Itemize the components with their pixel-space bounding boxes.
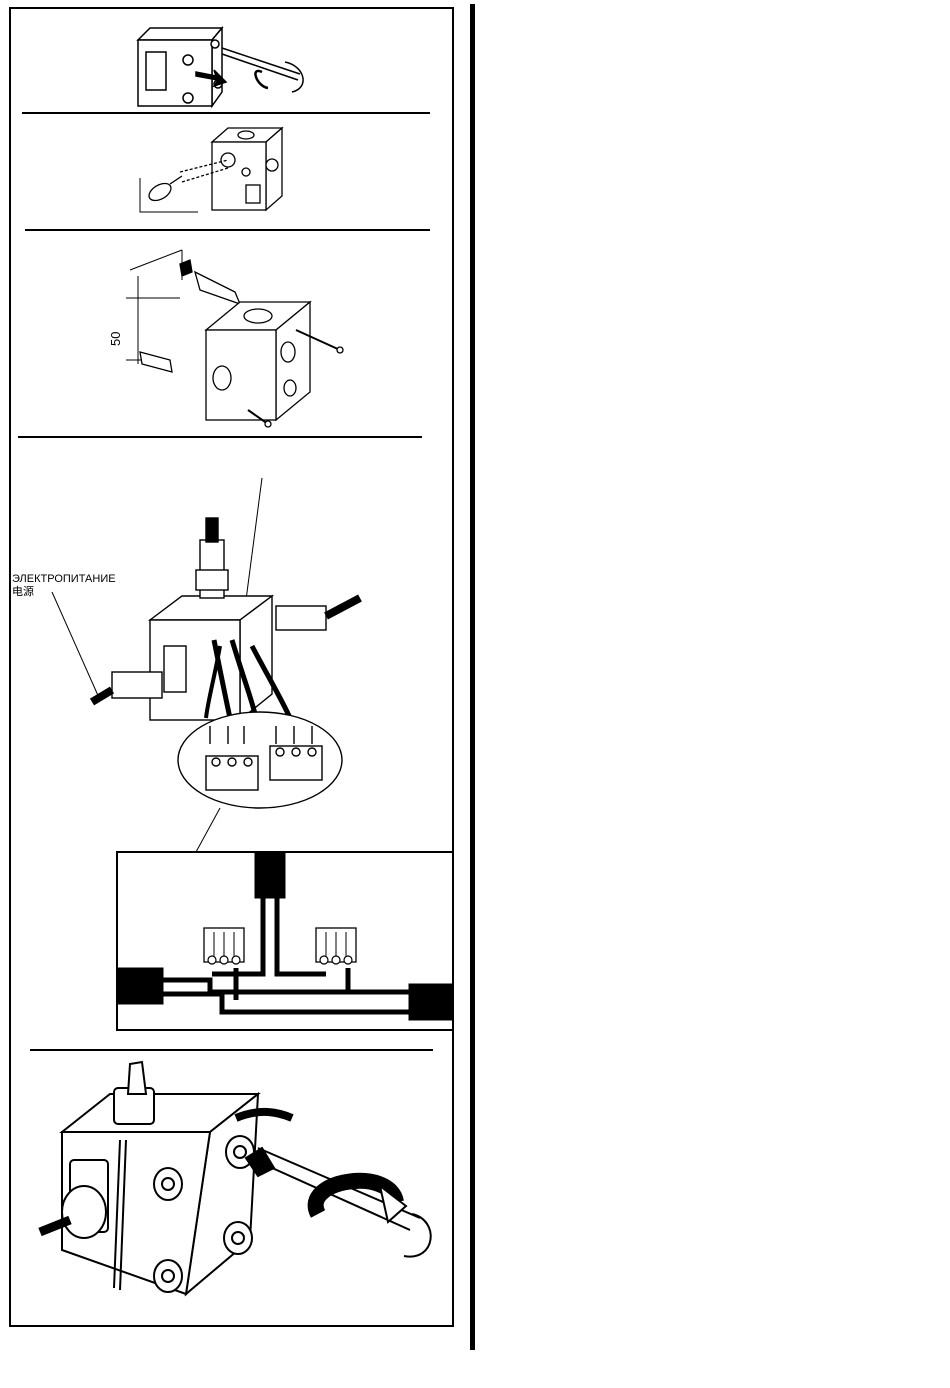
power-label-zh: 电源 (12, 584, 34, 598)
column-divider (470, 4, 475, 1350)
step4-wiring-illustration (52, 478, 360, 852)
step3-wall-mount-illustration (126, 250, 343, 427)
step2-knockout-illustration (140, 128, 282, 212)
step3-dimension-label: 50 (108, 332, 123, 346)
step1-remove-cover-illustration (138, 28, 303, 106)
step5-close-cover-illustration (40, 1062, 431, 1294)
wiring-schematic-detail (117, 852, 453, 1030)
power-label-ru: ЭЛЕКТРОПИТАНИЕ (12, 573, 116, 585)
